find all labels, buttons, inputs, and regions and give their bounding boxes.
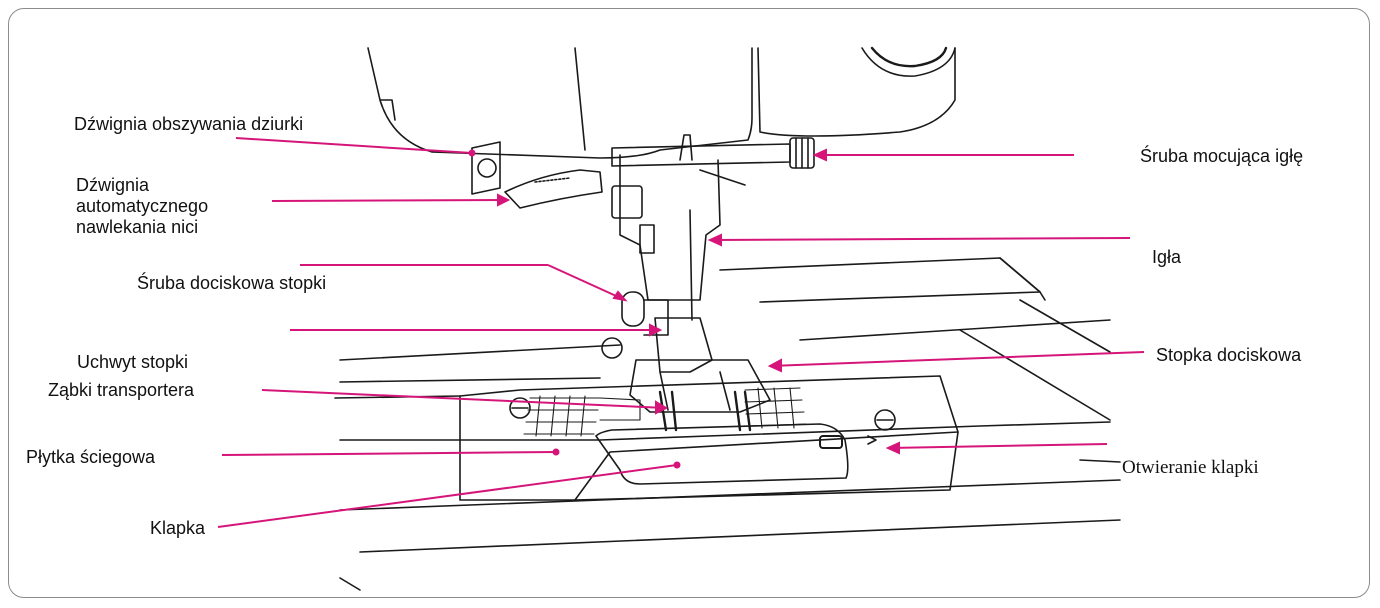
- leader-needle: [709, 237, 1131, 241]
- label-cover-release: Otwieranie klapki: [1122, 457, 1259, 478]
- label-auto-threader-lever: Dźwignia automatycznego nawlekania nici: [76, 175, 209, 237]
- needle-plate-outline: [459, 375, 959, 501]
- machine-head-right-housing: [757, 47, 956, 137]
- label-presser-foot: Stopka dociskowa: [1156, 345, 1302, 365]
- presser-foot-shape: [629, 359, 771, 413]
- label-buttonhole-lever: Dźwignia obszywania dziurki: [74, 114, 304, 134]
- needle-shaft: [689, 209, 693, 321]
- label-presser-foot-screw: Śruba dociskowa stopki: [137, 273, 327, 293]
- leader-needle-plate: [221, 451, 557, 456]
- feed-dogs-shape: [658, 390, 752, 432]
- leader-feed-dogs: [261, 389, 667, 409]
- spool-ring: [861, 47, 956, 77]
- plate-grid: [523, 387, 807, 437]
- foot-screw-knob: [621, 291, 645, 327]
- label-cover: Klapka: [150, 518, 206, 538]
- machine-bed-line: [339, 344, 621, 361]
- machine-head-housing: [367, 47, 753, 159]
- leader-buttonhole-lever: [235, 137, 473, 154]
- buttonhole-lever-shape: [471, 141, 501, 195]
- label-feed-dogs: Ząbki transportera: [48, 380, 195, 400]
- label-needle-clamp-screw: Śruba mocująca igłę: [1140, 146, 1304, 166]
- cover-release-button: [819, 435, 843, 449]
- leader-cover-release: [887, 443, 1108, 449]
- presser-bar: [619, 154, 721, 301]
- leader-cover: [217, 464, 678, 528]
- leader-presser-foot: [769, 351, 1145, 367]
- threader-lever-shape: [504, 169, 603, 209]
- leader-auto-threader: [271, 199, 509, 202]
- leader-lines: [217, 137, 1145, 528]
- diagram-frame: [8, 8, 1370, 598]
- label-needle-plate: Płytka ściegowa: [26, 447, 156, 467]
- label-needle: Igła: [1152, 247, 1182, 267]
- bobbin-cover-shape: [595, 423, 849, 485]
- label-foot-holder: Uchwyt stopki: [77, 352, 189, 372]
- presser-foot-holder: [654, 317, 713, 373]
